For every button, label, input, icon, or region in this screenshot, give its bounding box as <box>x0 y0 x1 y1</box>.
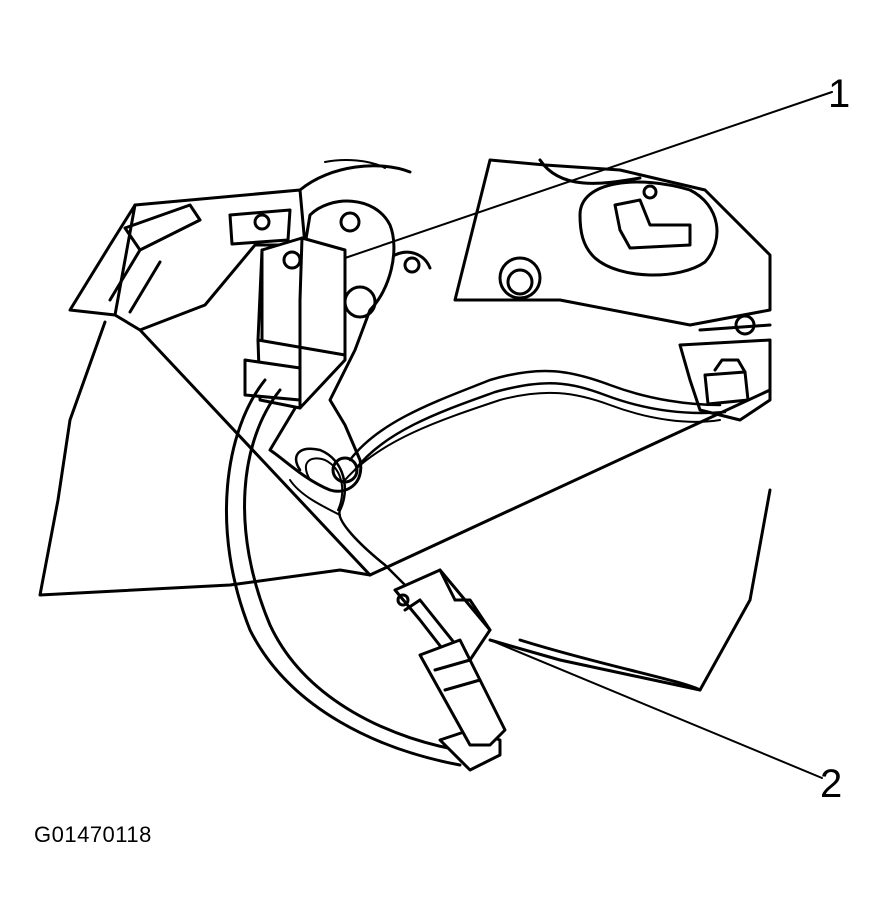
leader-line-1 <box>344 91 833 259</box>
electrical-connector <box>393 568 507 747</box>
leader-line-2 <box>489 639 823 779</box>
mounting-bracket <box>453 158 772 327</box>
figure-id: G01470118 <box>34 822 152 847</box>
cover-panel <box>38 320 772 692</box>
callout-1: 1 <box>828 72 851 116</box>
sensor-body <box>243 236 347 410</box>
housing <box>68 159 412 332</box>
callout-2: 2 <box>820 762 843 806</box>
leader-lines <box>344 91 833 779</box>
